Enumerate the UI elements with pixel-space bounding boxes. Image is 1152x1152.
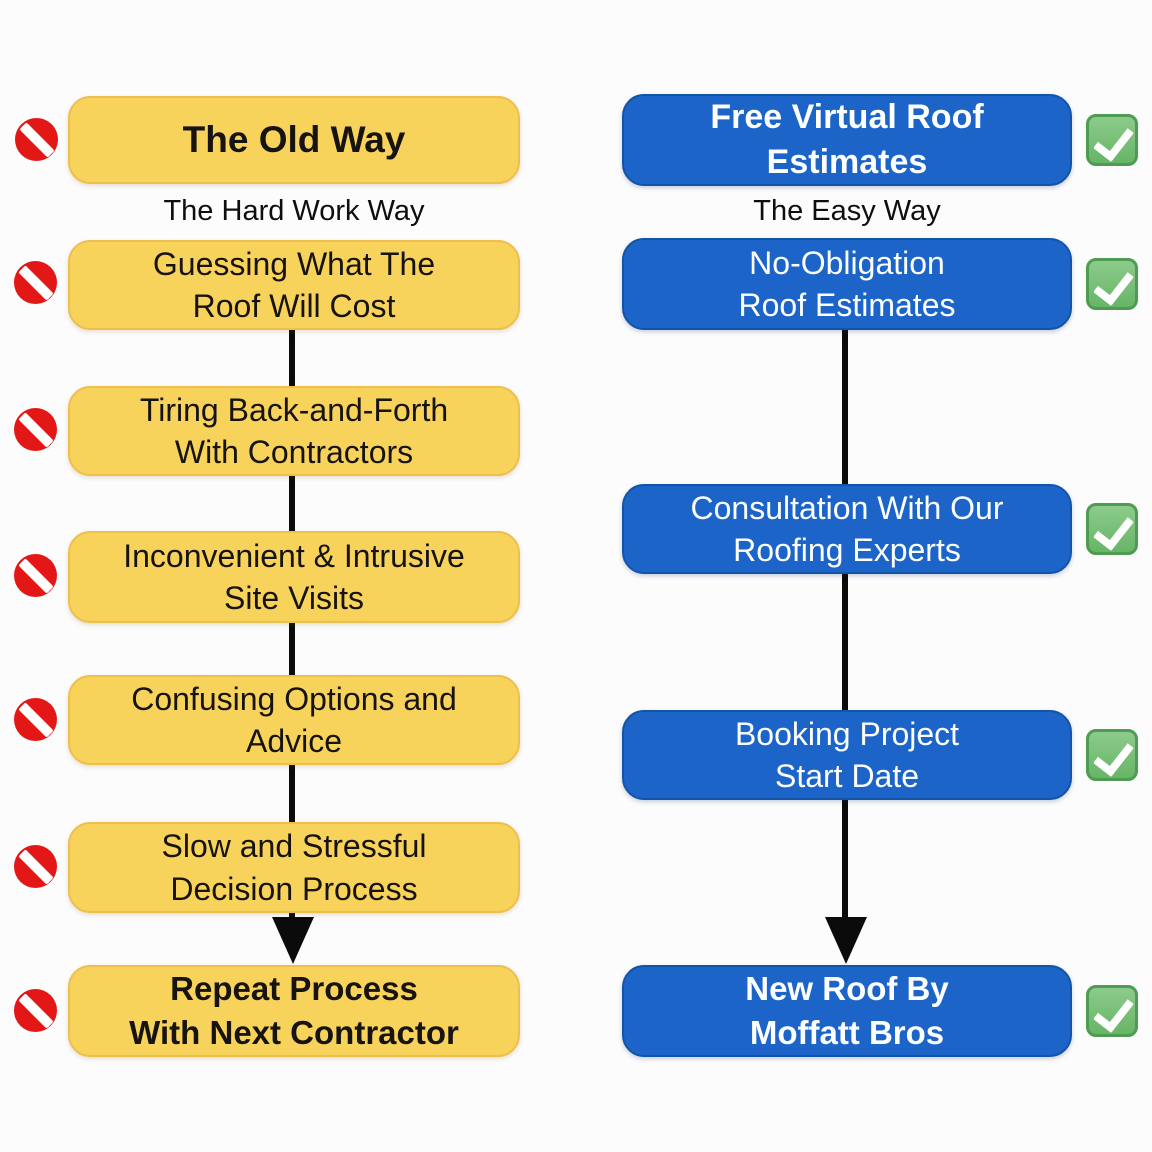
old-way-step-box: Slow and Stressful Decision Process — [68, 822, 520, 913]
step-label: Tiring Back-and-Forth With Contractors — [139, 391, 449, 470]
easy-way-header-label: Free Virtual Roof Estimates — [710, 98, 984, 181]
easy-way-subtitle: The Easy Way — [753, 195, 941, 227]
step-label: Repeat Process With Next Contractor — [129, 970, 459, 1051]
old-way-header-label: The Old Way — [182, 118, 406, 160]
no-entry-slash — [17, 264, 54, 301]
step-label: Consultation With Our Roofing Experts — [690, 489, 1004, 568]
no-entry-icon — [14, 408, 57, 451]
no-entry-icon — [15, 118, 58, 161]
check-icon — [1086, 114, 1138, 166]
easy-way-final-box: New Roof By Moffatt Bros — [622, 965, 1072, 1057]
no-entry-slash — [18, 121, 55, 158]
no-entry-icon — [14, 845, 57, 888]
old-way-final-box: Repeat Process With Next Contractor — [68, 965, 520, 1057]
old-way-step-box: Inconvenient & Intrusive Site Visits — [68, 531, 520, 623]
easy-way-step-box: Consultation With Our Roofing Experts — [622, 484, 1072, 574]
no-entry-slash — [17, 411, 54, 448]
no-entry-icon — [14, 989, 57, 1032]
step-label: Guessing What The Roof Will Cost — [152, 245, 436, 324]
easy-way-header-box: Free Virtual Roof Estimates — [622, 94, 1072, 186]
easy-way-step-box: Booking Project Start Date — [622, 710, 1072, 800]
no-entry-slash — [17, 557, 54, 594]
step-label: Confusing Options and Advice — [131, 680, 457, 759]
flow-line-right — [842, 328, 848, 920]
old-way-step-box: Confusing Options and Advice — [68, 675, 520, 765]
arrowhead-down-icon — [272, 917, 314, 964]
check-icon — [1086, 503, 1138, 555]
old-way-header-box: The Old Way — [68, 96, 520, 184]
easy-way-step-box: No-Obligation Roof Estimates — [622, 238, 1072, 330]
no-entry-slash — [17, 992, 54, 1029]
check-icon — [1086, 729, 1138, 781]
flow-line-left — [289, 328, 295, 920]
old-way-step-box: Tiring Back-and-Forth With Contractors — [68, 386, 520, 476]
old-way-step-box: Guessing What The Roof Will Cost — [68, 240, 520, 330]
no-entry-icon — [14, 261, 57, 304]
no-entry-icon — [14, 554, 57, 597]
no-entry-slash — [17, 848, 54, 885]
check-icon — [1086, 258, 1138, 310]
no-entry-slash — [17, 701, 54, 738]
no-entry-icon — [14, 698, 57, 741]
step-label: Slow and Stressful Decision Process — [161, 828, 427, 907]
step-label: No-Obligation Roof Estimates — [738, 244, 956, 323]
arrowhead-down-icon — [825, 917, 867, 964]
step-label: Inconvenient & Intrusive Site Visits — [123, 537, 465, 616]
check-icon — [1086, 985, 1138, 1037]
old-way-subtitle: The Hard Work Way — [163, 195, 425, 227]
step-label: New Roof By Moffatt Bros — [745, 970, 949, 1051]
step-label: Booking Project Start Date — [734, 715, 960, 794]
